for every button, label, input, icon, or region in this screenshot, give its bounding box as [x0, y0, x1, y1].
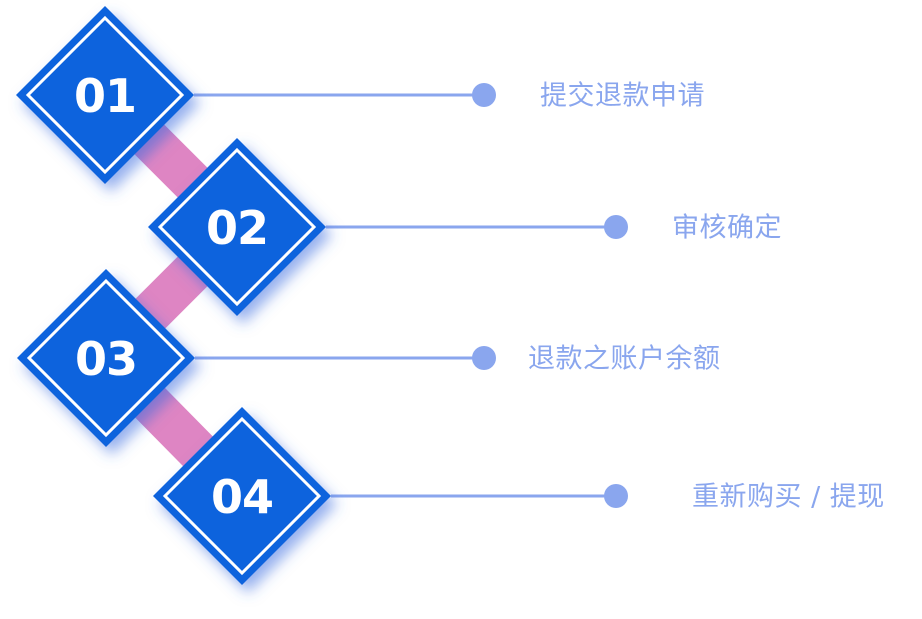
diamonds: [16, 6, 331, 585]
diamond-4: [153, 407, 331, 585]
diamond-shape: [17, 269, 195, 447]
step-label-02: 审核确定: [672, 212, 782, 244]
diamond-inner-border: [157, 147, 317, 307]
step-label-04: 重新购买 / 提现: [692, 481, 885, 513]
step-number-04: 04: [210, 470, 274, 524]
step-number-02: 02: [205, 201, 269, 255]
diamond-1: [16, 6, 194, 184]
step-label-03: 退款之账户余额: [528, 343, 721, 375]
diamond-inner-border: [25, 15, 185, 175]
leader-dot-1: [472, 83, 496, 107]
leader-dot-3: [472, 346, 496, 370]
step-number-03: 03: [74, 332, 138, 386]
leader-lines: [194, 83, 628, 508]
leader-dot-4: [604, 484, 628, 508]
diamond-inner-border: [26, 278, 186, 438]
leader-dot-2: [604, 215, 628, 239]
step-label-01: 提交退款申请: [540, 80, 705, 112]
diamond-2: [148, 138, 326, 316]
diamond-shape: [16, 6, 194, 184]
diamond-shape: [153, 407, 331, 585]
step-number-01: 01: [73, 69, 137, 123]
diamond-3: [17, 269, 195, 447]
diamond-shape: [148, 138, 326, 316]
diamond-inner-border: [162, 416, 322, 576]
